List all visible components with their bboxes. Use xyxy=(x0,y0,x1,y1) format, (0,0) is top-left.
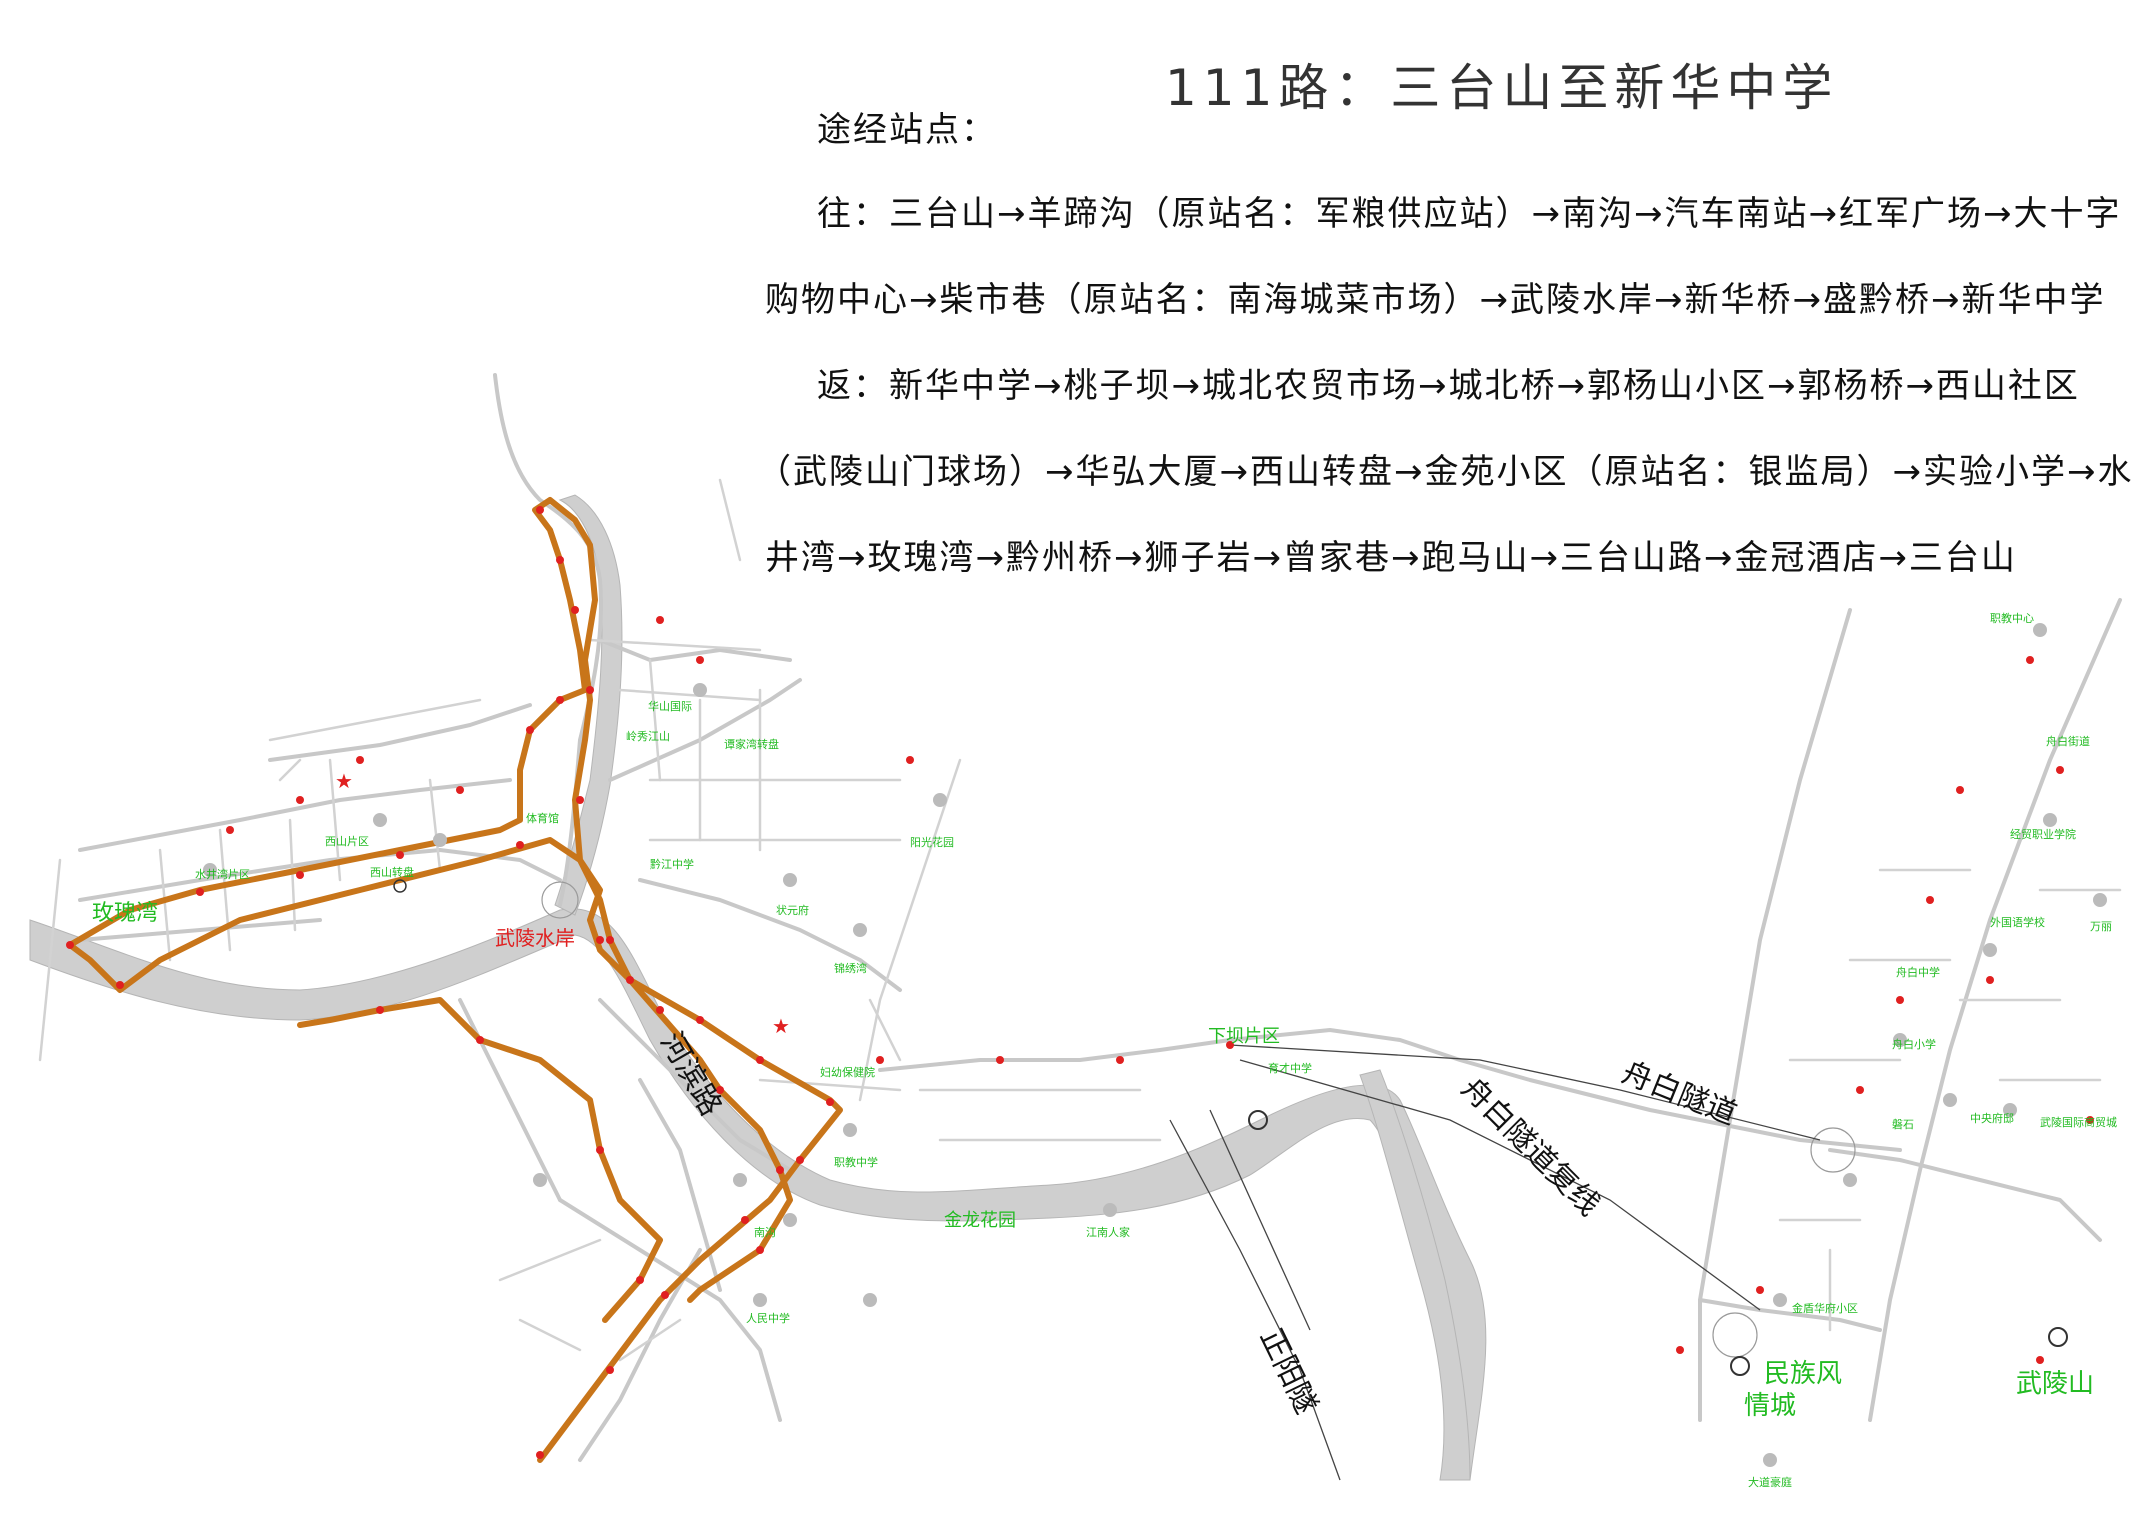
route-line-3: 返：新华中学→桃子坝→城北农贸市场→城北桥→郭杨山小区→郭杨桥→西山社区 xyxy=(817,366,2080,406)
landmark-circle-icon xyxy=(1248,1110,1268,1130)
label-xishan: 西山片区 xyxy=(325,835,369,848)
label-zhijiao: 职教中学 xyxy=(834,1155,878,1169)
label-tiyuguan: 体育馆 xyxy=(526,811,559,825)
label-xiaba: 下坝片区 xyxy=(1208,1026,1280,1047)
label-renmin: 人民中学 xyxy=(746,1311,790,1325)
landmark-circle-icon xyxy=(2048,1327,2068,1347)
label-wuling-guoji: 武陵国际商贸城 xyxy=(2040,1115,2117,1129)
label-hedong: 河滨路 xyxy=(653,1027,728,1122)
label-zhoubai-xiaoxue: 舟白小学 xyxy=(1892,1037,1936,1051)
stations-heading: 途经站点： xyxy=(817,110,997,150)
label-jinlong: 金龙花园 xyxy=(944,1210,1016,1231)
river-main xyxy=(29,908,1487,1481)
bus-route-111-west-spur xyxy=(297,997,663,1323)
label-shuijingwan: 水井湾片区 xyxy=(195,867,250,881)
roundabout-central xyxy=(541,881,579,919)
label-jinqiao: 金盾华府小区 xyxy=(1792,1301,1858,1315)
label-zhoubai-zhongxue: 舟白中学 xyxy=(1896,965,1940,979)
label-wulingshan: 武陵山 xyxy=(2016,1369,2094,1399)
label-qingcheng: 情城 xyxy=(1744,1391,1796,1421)
bus-stops xyxy=(66,506,2094,1459)
label-qianjiang: 黔江中学 xyxy=(650,857,694,871)
label-jiangnan: 江南人家 xyxy=(1086,1225,1130,1239)
label-yangguang: 阳光花园 xyxy=(910,835,954,849)
route-line-1: 往：三台山→羊蹄沟（原站名：军粮供应站）→南沟→汽车南站→红军广场→大十字 xyxy=(817,194,2122,234)
route-line-5: 井湾→玫瑰湾→黔州桥→狮子岩→曾家巷→跑马山→三台山路→金冠酒店→三台山 xyxy=(765,538,2017,578)
label-panshi: 磐石 xyxy=(1892,1117,1914,1131)
label-huashan: 华山国际 xyxy=(648,699,692,713)
station-star-icon: ★ xyxy=(772,1014,790,1038)
label-wuling-shuian: 武陵水岸 xyxy=(495,926,575,950)
landmark-circle-icon xyxy=(393,879,407,893)
label-tunnel-zhengyang: 正阳隧 xyxy=(1253,1323,1324,1419)
route-line-2: 购物中心→柴市巷（原站名：南海城菜市场）→武陵水岸→新华桥→盛黔桥→新华中学 xyxy=(765,280,2106,320)
label-waiguoyu: 外国语学校 xyxy=(1990,915,2045,929)
label-fuyou: 妇幼保健院 xyxy=(820,1065,875,1079)
tunnels xyxy=(1169,1044,1821,1481)
route-line-4: （武陵山门球场）→华弘大厦→西山转盘→金苑小区（原站名：银监局）→实验小学→水 xyxy=(757,452,2134,492)
label-yucai: 育才中学 xyxy=(1268,1061,1312,1075)
route-title: 111路：三台山至新华中学 xyxy=(1165,59,1839,117)
label-zhongyang: 中央府邸 xyxy=(1970,1111,2014,1125)
label-nangou: 南沟 xyxy=(754,1226,776,1239)
label-jingmao: 经贸职业学院 xyxy=(2010,827,2076,841)
label-zhijiao-center: 职教中心 xyxy=(1990,612,2034,625)
label-jinxiu: 锦绣湾 xyxy=(834,961,867,975)
road-network xyxy=(38,373,2122,1462)
landmark-circle-icon xyxy=(1730,1356,1750,1376)
label-lingxiu: 岭秀江山 xyxy=(626,729,670,743)
roundabout-east xyxy=(1810,1127,1856,1173)
river-east-branch xyxy=(1359,1069,1471,1481)
label-minzufeng: 民族风 xyxy=(1764,1359,1842,1389)
government-star-icon: ★ xyxy=(335,769,353,793)
roundabout-southeast xyxy=(1712,1312,1758,1358)
river-north-branch xyxy=(554,494,623,916)
label-zhoubai-jie: 舟白街道 xyxy=(2046,734,2090,748)
label-meigui: 玫瑰湾 xyxy=(92,901,158,926)
label-tunnel-zhoubai: 舟白隧道 xyxy=(1617,1055,1741,1132)
poi-pins xyxy=(203,623,2107,1467)
label-dadao: 大道豪庭 xyxy=(1748,1475,1792,1489)
label-wanli: 万丽 xyxy=(2090,920,2112,933)
label-zhuangyuan: 状元府 xyxy=(776,903,809,917)
label-tanjiawan: 谭家湾转盘 xyxy=(724,737,779,751)
label-xishan-zhuanpan: 西山转盘 xyxy=(370,865,414,879)
